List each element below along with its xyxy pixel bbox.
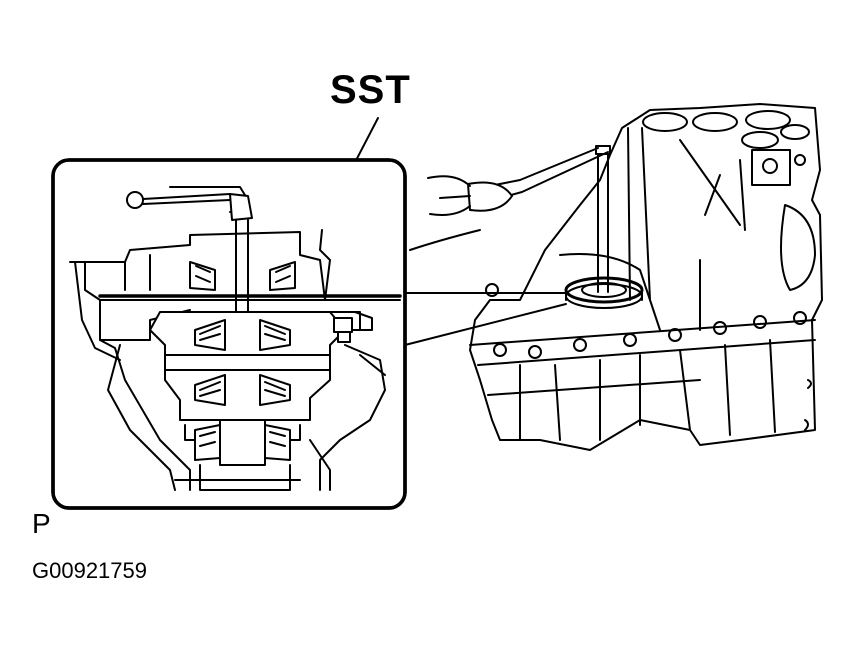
transaxle-housing (469, 103, 823, 451)
cutaway-inset (51, 158, 407, 510)
view-code-label: P (32, 508, 51, 539)
figure-id-label: G00921759 (32, 558, 147, 583)
sst-tool (409, 145, 611, 293)
sst-callout-label: SST (330, 68, 411, 112)
inset-frame (51, 158, 407, 510)
